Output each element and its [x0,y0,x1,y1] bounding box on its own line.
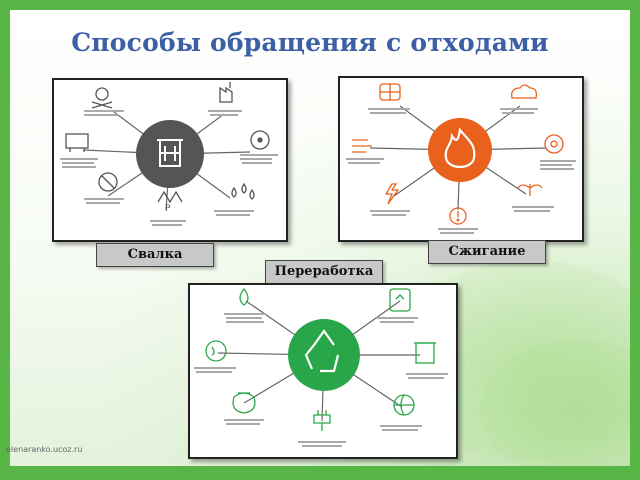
container-icon [414,342,436,364]
incineration-panel [338,76,584,242]
no-tree-icon [98,172,118,192]
lightning-icon [384,183,400,205]
billboard-icon [65,133,89,152]
wind-icon [352,139,372,153]
warning-icon [449,207,467,225]
incineration-label: Сжигание [428,240,546,264]
biohazard-icon [544,134,564,154]
incineration-diagram [346,83,576,234]
globe-icon [393,394,415,416]
slide-title: Способы обращения с отходами [71,28,549,57]
radiation-icon [250,130,270,150]
trash-bin-icon [157,139,183,167]
landfill-diagram: P [60,82,278,226]
money-bag-icon [232,392,256,414]
flame-icon [444,127,476,169]
plug-icon [313,410,331,431]
incineration-hub [428,118,492,182]
skull-icon [91,87,113,109]
recycling-panel [188,283,458,459]
source-footer: elenaranko.ucoz.ru [6,445,83,454]
drops-icon [231,182,255,200]
plant-icon [517,184,543,196]
recycling-hub [288,319,360,391]
landfill-label: Свалка [96,243,214,267]
parking-icon: P [157,190,183,214]
drop-icon [239,287,249,306]
landfill-panel: P [52,78,288,242]
factory-icon [219,82,233,103]
water-drops-icon [205,340,227,362]
recycling-label: Переработка [265,260,383,284]
recycle-icon [304,329,340,373]
cloud-icon [511,84,538,99]
recycling-diagram [194,287,448,447]
grid-icon [379,83,401,101]
svg-text:P: P [165,204,171,214]
recycle-bag-icon [389,288,411,312]
